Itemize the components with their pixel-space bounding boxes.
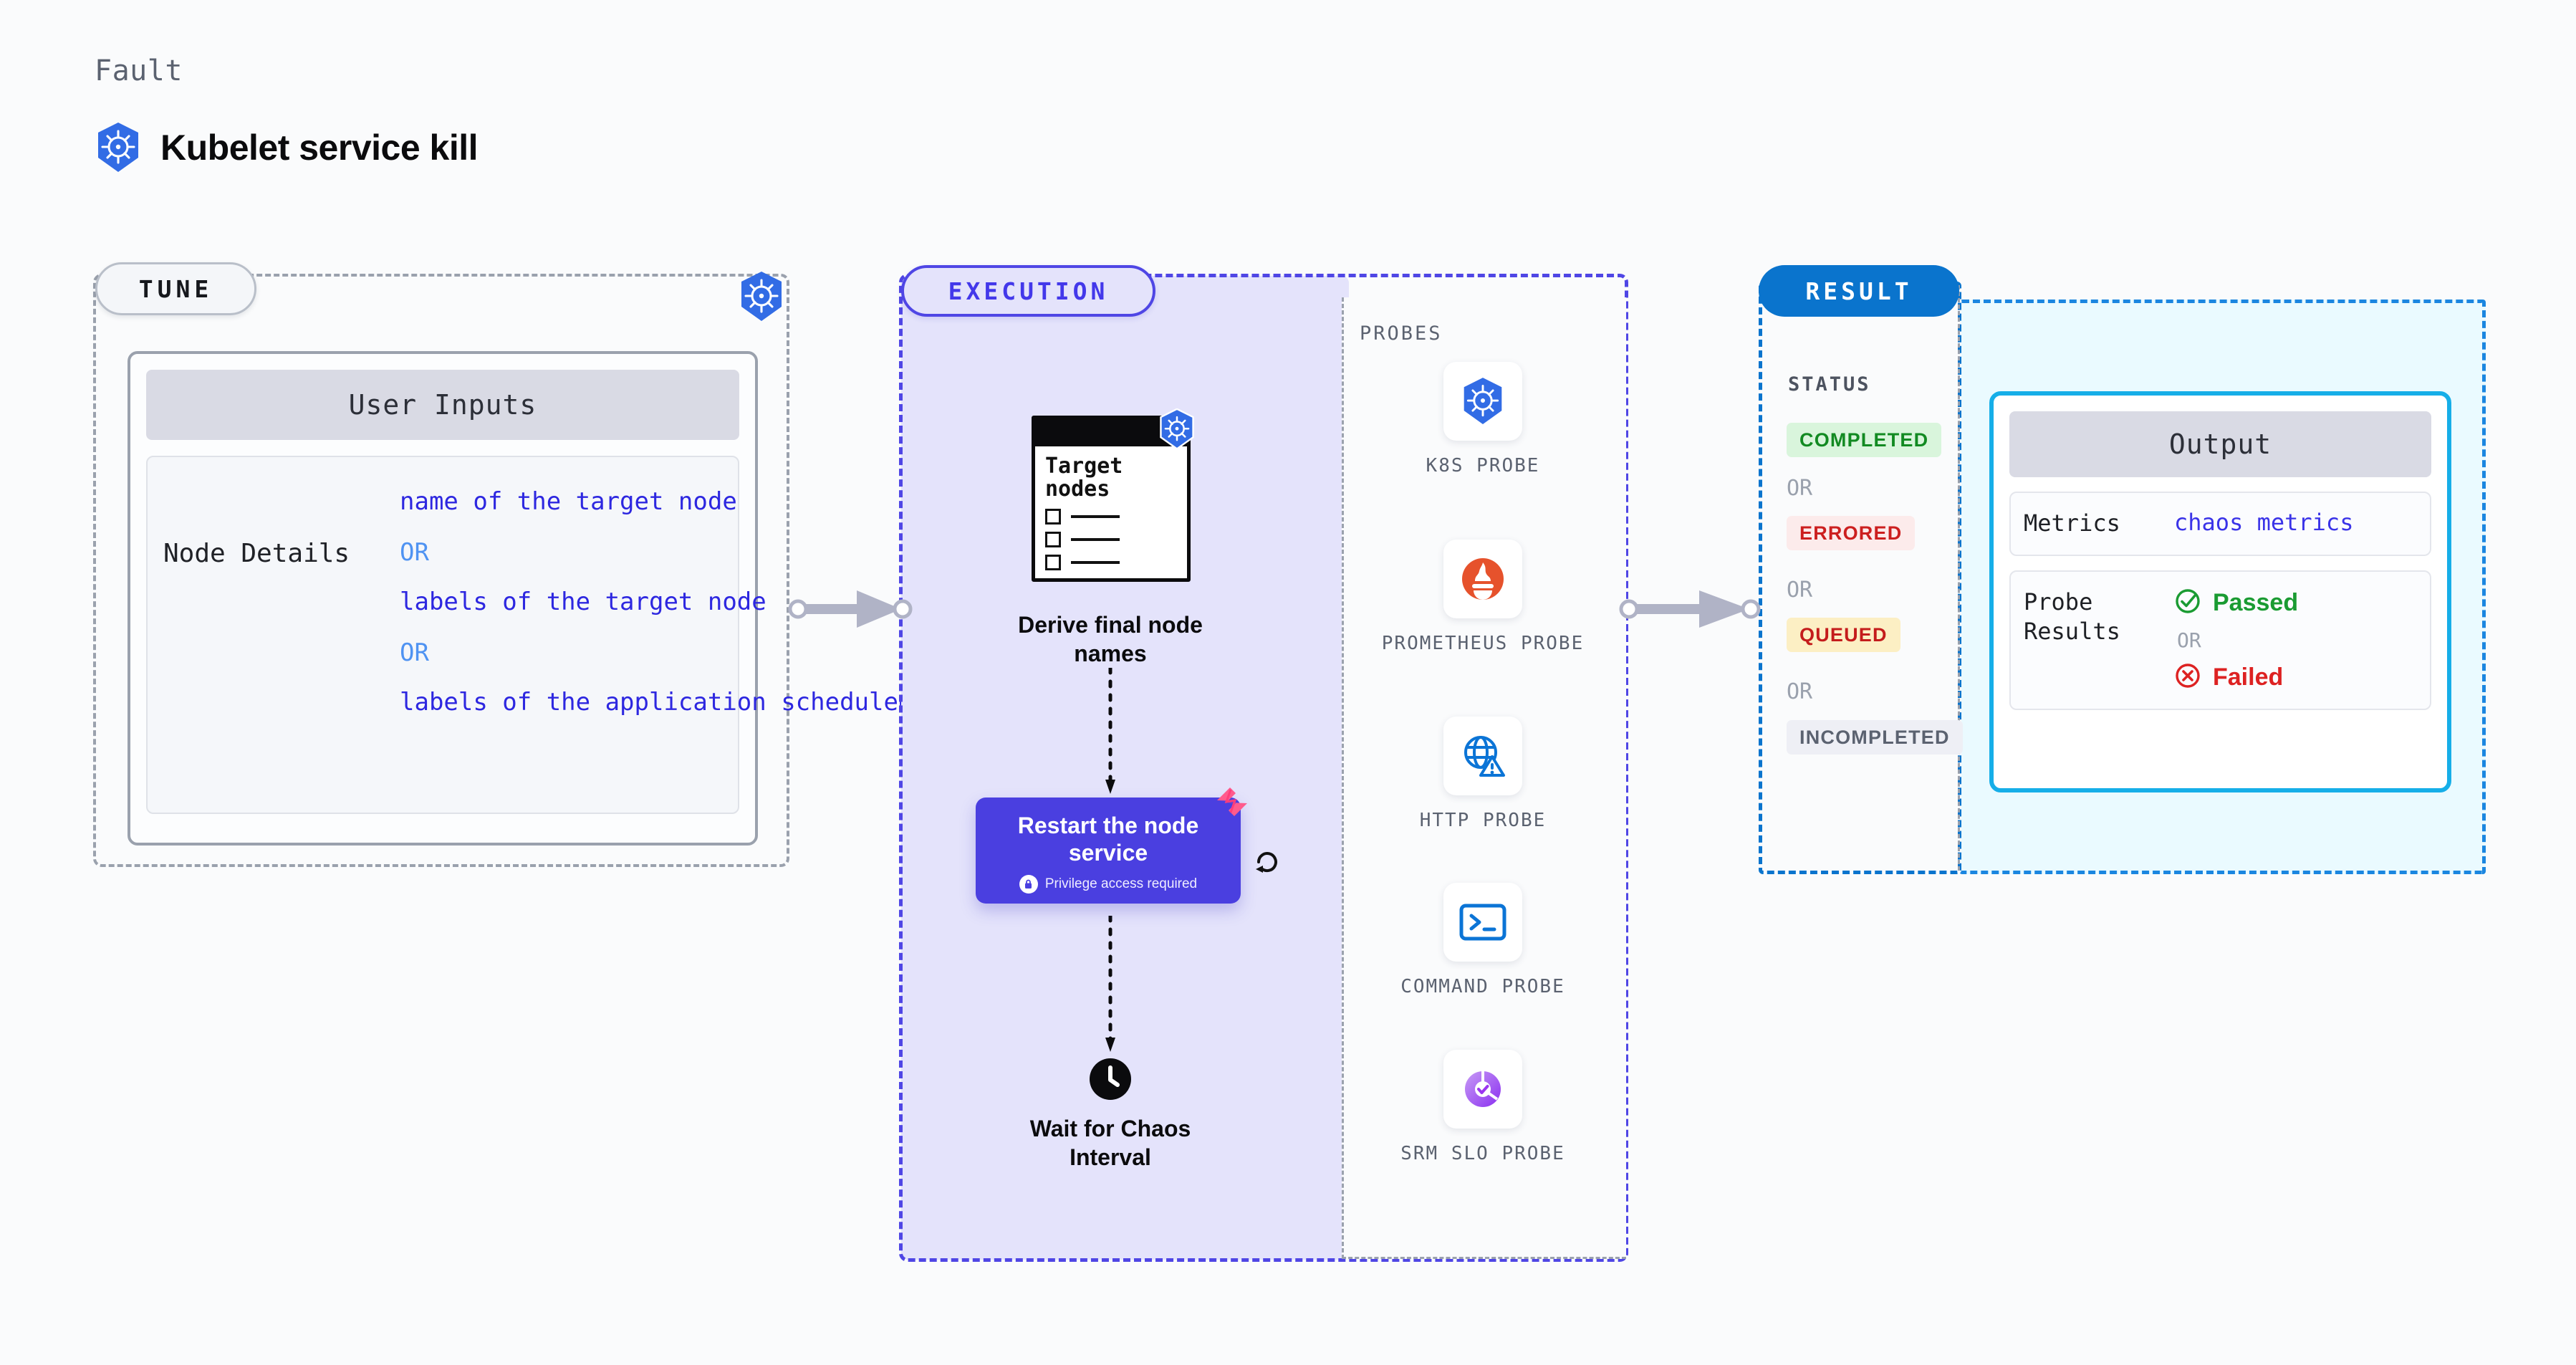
card-content: Target nodes <box>1035 446 1187 582</box>
result-tag[interactable]: RESULT <box>1759 265 1959 317</box>
or-separator: OR <box>400 638 429 667</box>
probe-command[interactable]: COMMAND PROBE <box>1379 883 1587 1000</box>
user-inputs-rows: Node Details name of the target node OR … <box>146 456 1133 814</box>
probe-results-key-line-2: Results <box>2024 618 2120 646</box>
or-separator: OR <box>1787 578 1813 603</box>
probe-results-row: Probe Results Passed OR <box>2009 570 2431 710</box>
probes-label: PROBES <box>1360 322 1443 345</box>
or-separator: OR <box>1787 476 1813 501</box>
line-placeholder <box>1071 560 1120 564</box>
tune-kubernetes-icon <box>738 271 785 326</box>
page-title: Kubelet service kill <box>160 128 479 168</box>
terminal-icon <box>1443 883 1522 962</box>
line-placeholder <box>1071 537 1120 541</box>
probe-label: PROMETHEUS PROBE <box>1381 633 1585 654</box>
target-nodes-card: Target nodes <box>1032 416 1191 582</box>
probe-results-values: Passed OR Failed <box>2174 588 2298 693</box>
probe-results-key: Probe Results <box>2024 588 2174 693</box>
globe-warning-icon <box>1443 717 1522 795</box>
tune-tag[interactable]: TUNE <box>95 262 256 315</box>
user-inputs-card: User Inputs Node Details name of the tar… <box>128 351 1133 846</box>
restart-node-service-node[interactable]: Restart the node service Privilege acces… <box>976 798 1241 904</box>
page-eyebrow: Fault <box>95 54 183 87</box>
connector-execution-to-result <box>1619 590 1761 628</box>
probe-label: SRM SLO PROBE <box>1400 1143 1565 1164</box>
page-title-row: Kubelet service kill <box>95 122 479 173</box>
restart-title-1: Restart the node <box>1017 812 1199 838</box>
probe-results-key-line-1: Probe <box>2024 588 2093 616</box>
execution-panel-border <box>899 274 1628 1262</box>
clock-icon <box>1088 1057 1133 1105</box>
arrow-restart-to-wait <box>1105 916 1115 1052</box>
srm-slo-icon <box>1443 1050 1522 1129</box>
user-inputs-header: User Inputs <box>146 370 739 440</box>
wait-node-caption: Wait for Chaos Interval <box>989 1114 1232 1172</box>
checkbox-icon <box>1045 531 1061 547</box>
node-details-value-1: labels of the target node <box>400 587 766 616</box>
arrow-derive-to-restart <box>1105 668 1115 794</box>
target-card-kubernetes-icon <box>1158 408 1196 454</box>
kubernetes-icon <box>95 122 142 173</box>
status-badge-incompleted: INCOMPLETED <box>1787 720 1963 755</box>
kubernetes-icon <box>1443 362 1522 441</box>
probe-result-failed: Failed <box>2174 662 2298 693</box>
node-details-key: Node Details <box>163 539 350 568</box>
tune-panel <box>93 274 789 867</box>
checkbox-icon <box>1045 508 1061 525</box>
probe-srm-slo[interactable]: SRM SLO PROBE <box>1379 1050 1587 1167</box>
probe-result-passed: Passed <box>2174 588 2298 618</box>
metrics-row: Metrics chaos metrics <box>2009 492 2431 556</box>
execution-tag[interactable]: EXECUTION <box>901 265 1155 317</box>
or-separator: OR <box>1787 679 1813 704</box>
privilege-note: Privilege access required <box>1019 875 1197 894</box>
result-column-divider <box>1958 285 1960 871</box>
connector-tune-to-execution <box>788 590 913 628</box>
prometheus-icon <box>1443 540 1522 618</box>
node-details-value-0: name of the target node <box>400 487 737 516</box>
or-separator: OR <box>400 537 429 567</box>
or-separator: OR <box>2177 628 2201 652</box>
check-circle-icon <box>2174 588 2201 618</box>
probe-label: HTTP PROBE <box>1419 810 1547 831</box>
checkbox-row <box>1045 531 1177 547</box>
passed-label: Passed <box>2213 588 2299 616</box>
checkbox-icon <box>1045 554 1061 570</box>
target-nodes-title-1: Target <box>1045 454 1123 479</box>
execution-panel <box>899 274 1628 1262</box>
failed-label: Failed <box>2213 663 2284 691</box>
status-badge-queued: QUEUED <box>1787 618 1900 652</box>
caption-line-2: Interval <box>1070 1144 1151 1171</box>
probe-label: COMMAND PROBE <box>1400 976 1565 997</box>
probe-label: K8S PROBE <box>1426 455 1540 476</box>
probe-prometheus[interactable]: PROMETHEUS PROBE <box>1379 540 1587 656</box>
restart-title-2: service <box>1068 840 1148 866</box>
checkbox-row <box>1045 508 1177 525</box>
output-header: Output <box>2009 411 2431 477</box>
status-badge-completed: COMPLETED <box>1787 423 1942 457</box>
caption-line-1: Derive final node <box>1018 612 1203 638</box>
lock-icon <box>1019 875 1038 894</box>
status-label: STATUS <box>1788 373 1871 396</box>
probe-http[interactable]: HTTP PROBE <box>1379 717 1587 833</box>
privilege-note-text: Privilege access required <box>1044 876 1198 892</box>
status-badge-errored: ERRORED <box>1787 516 1916 550</box>
probe-k8s[interactable]: K8S PROBE <box>1379 362 1587 479</box>
line-placeholder <box>1071 514 1120 518</box>
caption-line-1: Wait for Chaos <box>1029 1116 1191 1141</box>
checkbox-row <box>1045 554 1177 570</box>
result-status-column <box>1759 282 1961 874</box>
derive-node-caption: Derive final node names <box>981 610 1239 669</box>
metrics-key: Metrics <box>2024 509 2120 537</box>
rotate-ccw-icon <box>1252 847 1282 881</box>
output-card: Output Metrics chaos metrics Probe Resul… <box>1989 391 2451 792</box>
litmus-icon <box>1215 785 1249 822</box>
target-nodes-title-2: nodes <box>1045 476 1110 502</box>
x-circle-icon <box>2174 662 2201 693</box>
tune-panel-border <box>93 274 789 867</box>
progress-bar <box>1045 580 1104 582</box>
metrics-value[interactable]: chaos metrics <box>2174 509 2354 536</box>
caption-line-2: names <box>1074 641 1147 667</box>
